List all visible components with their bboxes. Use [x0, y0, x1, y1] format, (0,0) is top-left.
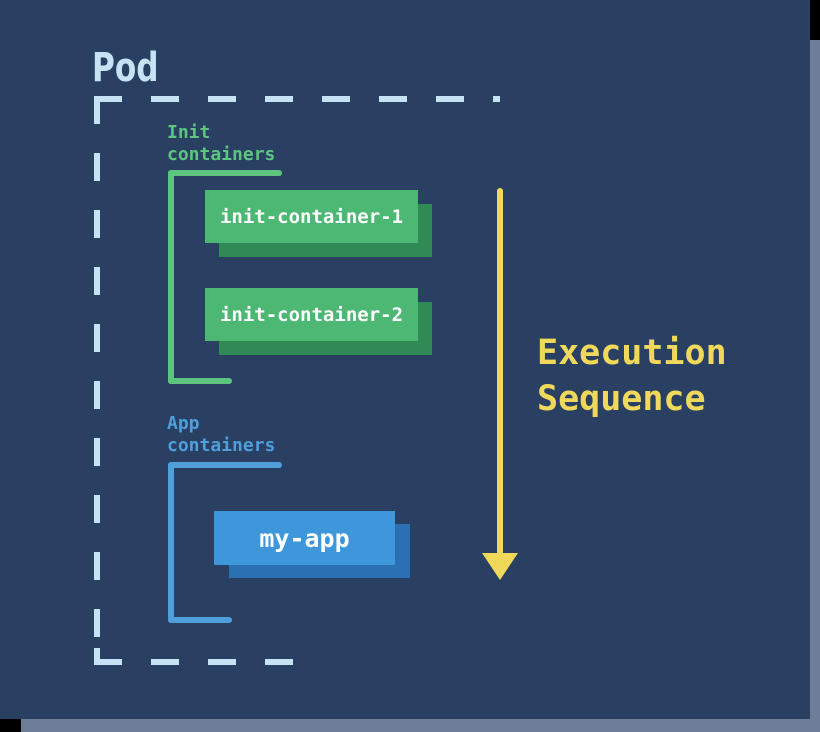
- pod-title: Pod: [92, 45, 159, 91]
- pod-dashed-border-left: [94, 96, 100, 665]
- execution-arrow-down-icon: [482, 553, 518, 580]
- app-bracket-bottom: [168, 617, 232, 623]
- page-edge-bottom-left: [0, 719, 21, 732]
- init-container-1-box: init-container-1: [205, 190, 432, 257]
- app-bracket-top: [168, 462, 282, 468]
- init-container-2-box: init-container-2: [205, 288, 432, 355]
- init-container-2-label: init-container-2: [205, 288, 418, 341]
- page-edge-bottom: [21, 719, 820, 732]
- my-app-box: my-app: [214, 511, 410, 578]
- app-containers-label: App containers: [167, 413, 276, 456]
- app-bracket-side: [168, 462, 174, 623]
- pod-dashed-border-top: [94, 96, 500, 102]
- execution-sequence-label: Execution Sequence: [537, 333, 727, 419]
- pod-dashed-border-corner: [94, 648, 100, 665]
- init-bracket-bottom: [168, 378, 232, 384]
- execution-arrow-line: [497, 188, 503, 555]
- init-bracket-top: [168, 170, 282, 176]
- init-container-1-label: init-container-1: [205, 190, 418, 243]
- page-edge-top-right: [810, 0, 820, 40]
- init-bracket-side: [168, 170, 174, 384]
- pod-dashed-border-bottom: [94, 659, 322, 665]
- my-app-label: my-app: [214, 511, 395, 565]
- page-edge-right: [810, 40, 820, 732]
- init-containers-label: Init containers: [167, 122, 276, 165]
